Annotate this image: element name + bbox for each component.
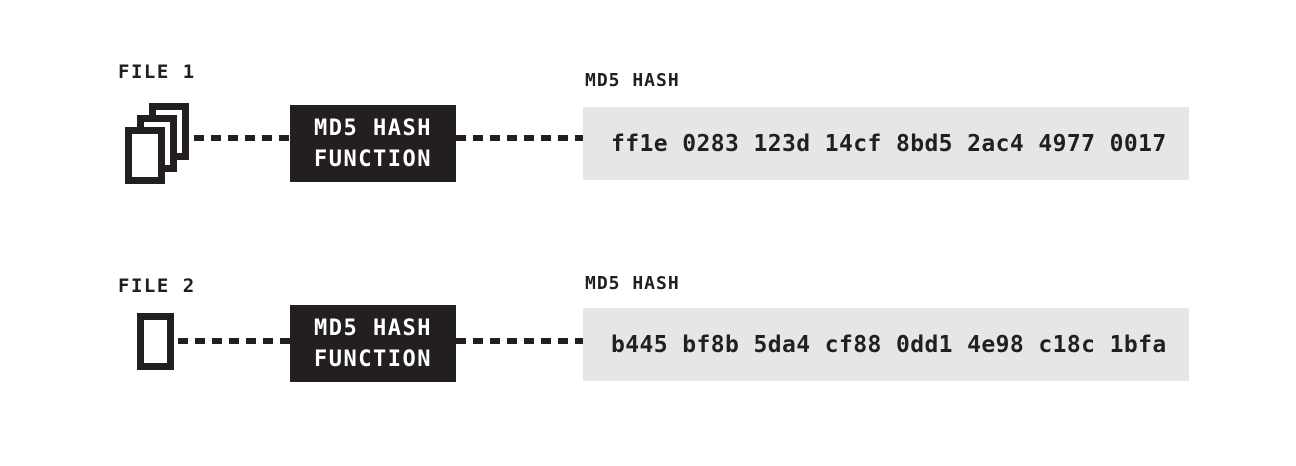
md5-function-box-1-line1: MD5 HASH: [314, 115, 432, 141]
md5-function-box-1: MD5 HASH FUNCTION: [290, 105, 456, 182]
md5-function-box-2-line1: MD5 HASH: [314, 315, 432, 341]
file2-label: FILE 2: [118, 275, 196, 297]
md5-function-box-1-line2: FUNCTION: [314, 146, 432, 172]
connector-function1-to-hash: [456, 135, 583, 141]
file-icon: [137, 313, 174, 370]
hash2-label: MD5 HASH: [585, 273, 680, 294]
connector-file2-to-function: [178, 338, 290, 344]
hash2-value: b445 bf8b 5da4 cf88 0dd1 4e98 c18c 1bfa: [611, 331, 1167, 358]
hash2-output-box: b445 bf8b 5da4 cf88 0dd1 4e98 c18c 1bfa: [583, 308, 1189, 381]
hash1-label: MD5 HASH: [585, 70, 680, 91]
md5-function-box-2-line2: FUNCTION: [314, 346, 432, 372]
md5-function-box-2: MD5 HASH FUNCTION: [290, 305, 456, 382]
hash1-output-box: ff1e 0283 123d 14cf 8bd5 2ac4 4977 0017: [583, 107, 1189, 180]
file1-label: FILE 1: [118, 61, 196, 83]
file-stack-icon: [125, 103, 191, 184]
connector-file1-to-function: [194, 135, 290, 141]
connector-function2-to-hash: [456, 338, 583, 344]
file-stack-page-front: [125, 127, 165, 184]
hash1-value: ff1e 0283 123d 14cf 8bd5 2ac4 4977 0017: [611, 130, 1167, 157]
